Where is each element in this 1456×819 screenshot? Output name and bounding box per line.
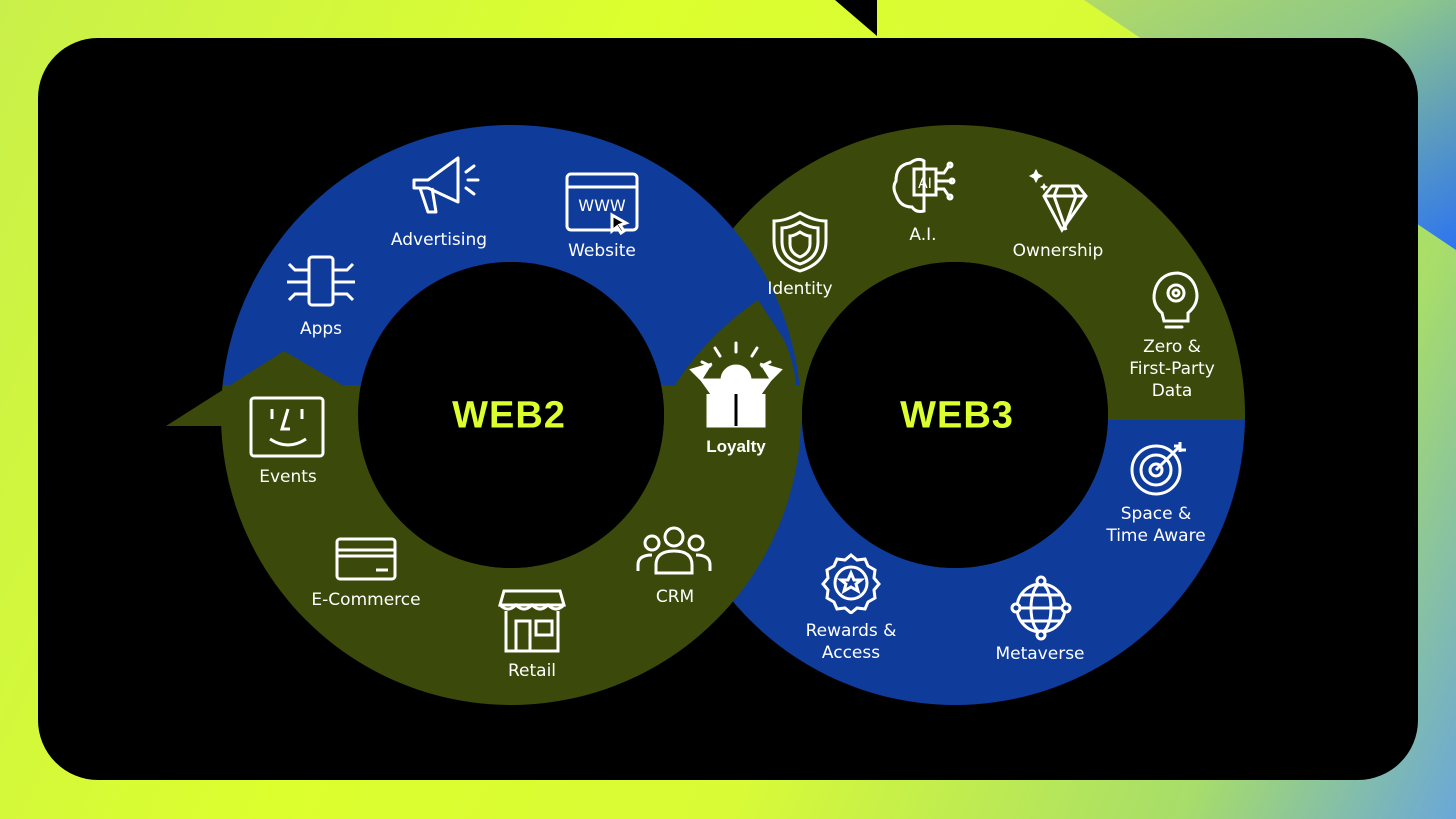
web2-item-events: Events <box>259 467 317 487</box>
background-corner-triangle <box>835 0 877 36</box>
web2-item-crm: CRM <box>655 587 695 607</box>
loop-rings <box>166 125 1245 705</box>
web2-item-advertising: Advertising <box>390 230 488 250</box>
web3-item-rewards-access: Rewards &Access <box>806 620 897 664</box>
people-group-icon <box>634 525 714 577</box>
smartphone-circuit-icon <box>281 254 361 310</box>
label-line: Space & <box>1120 504 1192 524</box>
megaphone-icon <box>406 150 482 220</box>
web3-ring <box>665 125 1245 705</box>
web2-item-website: Website <box>568 241 636 261</box>
lightbulb-gear-icon <box>1144 267 1204 333</box>
web2-item-retail: Retail <box>507 661 557 681</box>
web3-title: WEB3 <box>900 394 1014 437</box>
open-box-icon <box>688 340 784 432</box>
ai-chip-icon: AI <box>890 153 956 219</box>
diagram-card: WEB2 WEB3 Loyalty Advertising WWW Websit… <box>38 38 1418 780</box>
label-line: Access <box>821 643 881 663</box>
loyalty-label: Loyalty <box>706 437 766 456</box>
web3-item-identity: Identity <box>767 279 833 299</box>
web3-item-ownership: Ownership <box>1012 241 1104 261</box>
fingerprint-shield-icon <box>770 210 830 274</box>
web2-item-apps: Apps <box>299 319 343 339</box>
label-line: First-Party <box>1129 359 1215 379</box>
label-line: Zero & <box>1143 337 1201 357</box>
web2-item-e-commerce: E-Commerce <box>311 590 421 610</box>
diamond-icon <box>1028 168 1090 238</box>
svg-text:AI: AI <box>918 176 932 192</box>
credit-card-icon <box>334 536 398 584</box>
svg-text:WWW: WWW <box>578 196 626 215</box>
label-line: Data <box>1151 381 1193 401</box>
browser-www-icon: WWW <box>564 171 640 237</box>
label-line: Time Aware <box>1106 526 1206 546</box>
storefront-icon <box>498 587 566 655</box>
web3-item-ai: A.I. <box>909 225 937 245</box>
web3-item-metaverse: Metaverse <box>995 644 1085 664</box>
face-screen-icon <box>248 395 326 459</box>
web3-item-space-time-aware: Space &Time Aware <box>1106 503 1205 547</box>
target-icon <box>1128 438 1188 498</box>
globe-network-icon <box>1008 575 1074 641</box>
star-badge-icon <box>820 552 882 614</box>
label-line: Rewards & <box>805 621 897 641</box>
web2-ring <box>166 125 801 705</box>
web2-title: WEB2 <box>452 394 566 437</box>
